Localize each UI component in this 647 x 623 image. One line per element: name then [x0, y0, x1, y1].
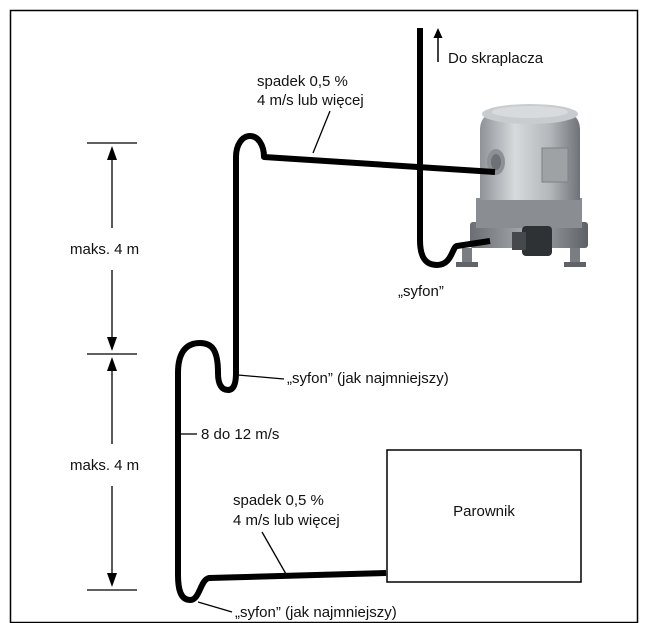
trap-mid-label: „syfon” (jak najmniejszy): [287, 370, 449, 387]
trap-bottom-leader: [197, 601, 233, 613]
trap-mid-leader: [237, 374, 285, 380]
suction-line-pipe: [175, 133, 496, 603]
slope-top-leader: [312, 110, 331, 154]
dimension-lower: [87, 357, 137, 591]
slope-bottom-line2: 4 m/s lub więcej: [233, 512, 340, 529]
slope-top-line2: 4 m/s lub więcej: [257, 92, 364, 109]
compressor-illustration: [456, 104, 588, 267]
velocity-riser-label: 8 do 12 m/s: [201, 426, 279, 443]
max-upper-label: maks. 4 m: [70, 241, 139, 258]
slope-bottom-line1: spadek 0,5 %: [233, 492, 324, 509]
slope-bottom-leader: [261, 531, 287, 575]
max-lower-label: maks. 4 m: [70, 457, 139, 474]
evaporator-label: Parownik: [453, 503, 515, 520]
dimension-upper: [87, 142, 137, 355]
trap-compressor-label: „syfon”: [398, 283, 444, 300]
to-condenser-label: Do skraplacza: [448, 50, 544, 67]
arrow-up-icon: [433, 28, 443, 62]
compressor-trap-pipe: [417, 28, 491, 268]
trap-bottom-label: „syfon” (jak najmniejszy): [235, 604, 397, 621]
evaporator-box: [386, 449, 582, 583]
slope-top-line1: spadek 0,5 %: [257, 73, 348, 90]
